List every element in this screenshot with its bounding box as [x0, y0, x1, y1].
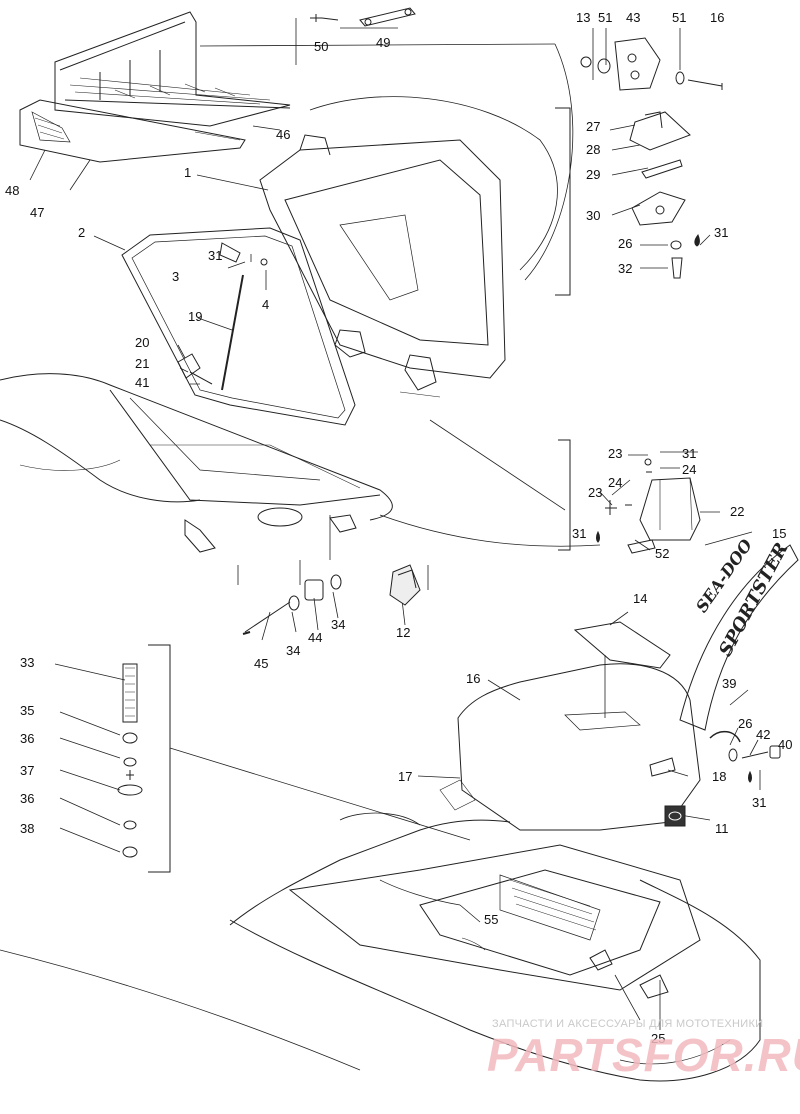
callout-20: 20	[135, 335, 150, 350]
callout-16: 16	[466, 671, 481, 686]
callout-46: 46	[276, 127, 291, 142]
callout-33: 33	[20, 655, 35, 670]
callout-13: 13	[576, 10, 591, 25]
pivot-hardware	[242, 574, 342, 635]
callout-28: 28	[586, 142, 601, 157]
callout-32: 32	[618, 261, 633, 276]
callout-47: 47	[30, 205, 45, 220]
callout-18: 18	[712, 769, 727, 784]
support-rod	[221, 274, 244, 391]
callout-38: 38	[20, 821, 35, 836]
tray-mat	[19, 99, 246, 163]
callout-45: 45	[254, 656, 269, 671]
latch-clip	[389, 564, 421, 606]
watermark-caption: ЗАПЧАСТИ И АКСЕССУАРЫ ДЛЯ МОТОТЕХНИКИ	[492, 1018, 764, 1030]
latch-small-parts	[177, 242, 268, 385]
hinge-bolt	[310, 7, 416, 27]
callout-3: 3	[172, 269, 180, 284]
storage-tray	[54, 11, 291, 127]
callout-51: 51	[598, 10, 613, 25]
callout-24: 24	[608, 475, 623, 490]
emblem-badge	[664, 805, 686, 827]
callout-19: 19	[188, 309, 203, 324]
callout-11: 11	[715, 821, 729, 836]
callout-24: 24	[682, 462, 697, 477]
glove-box-bracket	[596, 458, 701, 554]
callout-25: 25	[651, 1031, 666, 1046]
callout-17: 17	[398, 769, 413, 784]
callout-36: 36	[20, 731, 35, 746]
callout-34: 34	[331, 617, 346, 632]
callout-27: 27	[586, 119, 601, 134]
callout-44: 44	[308, 630, 323, 645]
callout-31: 31	[208, 248, 223, 263]
watermark-site: PARTSFOR.RU	[487, 1029, 800, 1081]
callout-37: 37	[20, 763, 35, 778]
callout-26: 26	[738, 716, 753, 731]
callout-29: 29	[586, 167, 601, 182]
glove-box-door	[259, 96, 558, 398]
callout-15: 15	[772, 526, 787, 541]
callout-4: 4	[262, 297, 270, 312]
door-gasket	[121, 227, 356, 426]
callout-22: 22	[730, 504, 745, 519]
callout-39: 39	[722, 676, 737, 691]
callout-12: 12	[396, 625, 411, 640]
callout-51: 51	[672, 10, 687, 25]
callout-41: 41	[135, 375, 150, 390]
callout-52: 52	[655, 546, 670, 561]
callout-23: 23	[608, 446, 623, 461]
callout-48: 48	[5, 183, 20, 198]
callout-26: 26	[618, 236, 633, 251]
callout-35: 35	[20, 703, 35, 718]
leader-lines	[29, 18, 761, 1030]
callout-34: 34	[286, 643, 301, 658]
callout-50: 50	[314, 39, 329, 54]
callout-16: 16	[710, 10, 725, 25]
callout-1: 1	[184, 165, 192, 180]
decal-strip	[679, 544, 799, 731]
callout-21: 21	[135, 356, 150, 371]
callout-55: 55	[484, 912, 499, 927]
callout-23: 23	[588, 485, 603, 500]
callout-31: 31	[714, 225, 729, 240]
callout-30: 30	[586, 208, 601, 223]
callout-14: 14	[633, 591, 648, 606]
callout-43: 43	[626, 10, 641, 25]
callout-40: 40	[778, 737, 793, 752]
hull-deck-left	[0, 373, 601, 553]
callout-36: 36	[20, 791, 35, 806]
callout-42: 42	[756, 727, 771, 742]
latch-assembly	[629, 111, 700, 279]
callout-31: 31	[752, 795, 767, 810]
callout-31: 31	[572, 526, 587, 541]
callout-49: 49	[376, 35, 391, 50]
callout-2: 2	[78, 225, 86, 240]
stud-assembly	[117, 663, 143, 858]
storage-cover	[439, 621, 701, 831]
hinge-plate-assembly	[580, 37, 723, 91]
callout-31: 31	[682, 446, 697, 461]
hull-rear	[0, 812, 761, 1082]
rear-hardware	[709, 730, 781, 783]
